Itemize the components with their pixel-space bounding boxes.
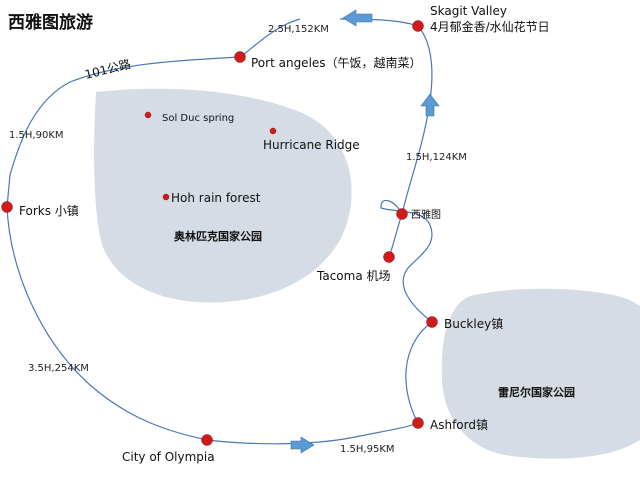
marker-seattle — [396, 208, 408, 220]
route-ashford-buckley — [405, 321, 433, 424]
marker-olympia — [201, 434, 213, 446]
route-port-segment — [239, 18, 301, 58]
marker-buckley — [426, 316, 438, 328]
marker-forks — [1, 201, 13, 213]
label-port-angeles: Port angeles（午饭，越南菜） — [251, 55, 422, 70]
olympic-park-area — [94, 88, 352, 303]
route-forks-olympia — [6, 206, 208, 441]
marker-ashford — [412, 417, 424, 429]
marker-tacoma — [383, 251, 395, 263]
marker-port-angeles — [234, 51, 246, 63]
label-olympic-park: 奥林匹克国家公园 — [173, 229, 262, 243]
label-olympia: City of Olympia — [122, 450, 215, 464]
route-101 — [6, 56, 241, 208]
label-skagit-name: Skagit Valley — [430, 4, 507, 18]
label-seattle: 西雅图 — [411, 208, 441, 221]
route-olympia-ashford — [206, 422, 419, 445]
route-buckley-seattle — [380, 199, 433, 323]
label-hoh: Hoh rain forest — [171, 191, 261, 205]
segment-seattle-skagit: 1.5H,124KM — [406, 152, 467, 163]
route-tacoma-seattle — [388, 213, 403, 258]
marker-sol-duc — [144, 111, 152, 119]
arrow-up-icon — [420, 93, 440, 117]
label-buckley: Buckley镇 — [444, 317, 503, 331]
label-ashford: Ashford镇 — [430, 418, 488, 432]
arrow-left-icon — [342, 9, 373, 27]
label-rainier-park: 雷尼尔国家公园 — [498, 385, 575, 399]
label-forks: Forks 小镇 — [19, 204, 79, 218]
arrow-right-icon — [290, 436, 315, 454]
marker-hurricane-ridge — [269, 127, 277, 135]
segment-olympia-ashford: 1.5H,95KM — [340, 444, 395, 455]
map-title: 西雅图旅游 — [8, 12, 93, 33]
label-sol-duc: Sol Duc spring — [162, 113, 234, 124]
label-skagit-note: 4月郁金香/水仙花节日 — [430, 19, 550, 34]
marker-hoh — [162, 193, 170, 201]
segment-101: 101公路 — [83, 56, 132, 82]
rainier-park-area — [441, 288, 640, 459]
label-hurricane-ridge: Hurricane Ridge — [263, 138, 360, 152]
marker-skagit — [412, 20, 424, 32]
route-seattle-skagit — [401, 25, 433, 215]
segment-forks-olympia: 3.5H,254KM — [28, 363, 89, 374]
segment-skagit-port: 2.5H,152KM — [268, 24, 329, 35]
label-tacoma: Tacoma 机场 — [316, 269, 391, 283]
markers — [1, 20, 438, 446]
segment-port-forks: 1.5H,90KM — [9, 130, 64, 141]
